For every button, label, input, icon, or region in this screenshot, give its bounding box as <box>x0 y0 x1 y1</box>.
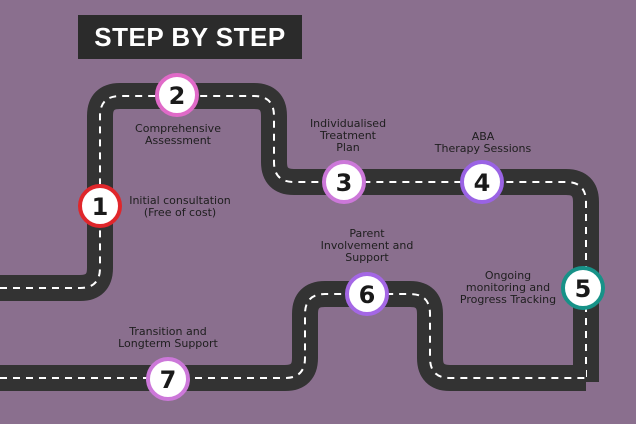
lower-road <box>0 281 586 391</box>
step-label-7: Transition and Longterm Support <box>118 325 218 350</box>
upper-road-dashes <box>0 95 587 382</box>
step-label-3: Individualised Treatment Plan <box>309 117 387 154</box>
lower-road-dashes <box>0 293 586 379</box>
step-label-1: Initial consultation (Free of cost) <box>129 194 231 219</box>
step-label-2: Comprehensive Assessment <box>135 122 221 147</box>
step-marker-1: 1 <box>78 184 122 228</box>
step-marker-2: 2 <box>155 73 199 117</box>
step-number-5: 5 <box>575 275 592 303</box>
step-marker-5: 5 <box>561 266 605 310</box>
step-label-6: Parent Involvement and Support <box>320 227 414 264</box>
step-number-6: 6 <box>359 281 376 309</box>
step-label-5: Ongoing monitoring and Progress Tracking <box>459 269 557 306</box>
step-number-7: 7 <box>160 366 177 394</box>
step-number-1: 1 <box>92 193 109 221</box>
step-marker-7: 7 <box>146 357 190 401</box>
step-label-4: ABA Therapy Sessions <box>434 130 532 155</box>
step-number-3: 3 <box>336 169 353 197</box>
step-marker-3: 3 <box>322 160 366 204</box>
page-title: STEP BY STEP <box>78 15 302 59</box>
step-number-2: 2 <box>169 82 186 110</box>
step-marker-4: 4 <box>460 160 504 204</box>
step-number-4: 4 <box>474 169 491 197</box>
step-marker-6: 6 <box>345 272 389 316</box>
